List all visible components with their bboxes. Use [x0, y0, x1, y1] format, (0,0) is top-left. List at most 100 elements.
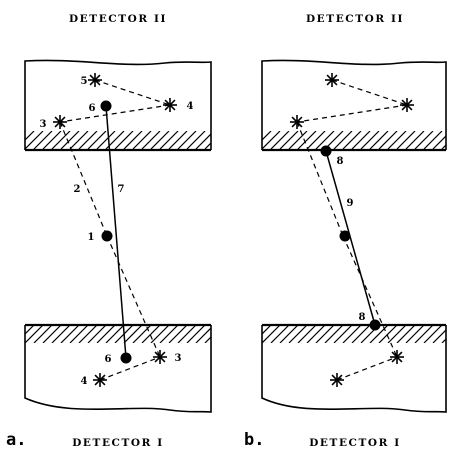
hatch-stroke [414, 131, 434, 149]
detector-i-hatch-b [262, 325, 474, 343]
hatch-stroke [315, 325, 335, 343]
top-cluster-line-b2 [296, 104, 408, 123]
hatch-stroke [141, 325, 161, 343]
hatch-stroke [405, 325, 425, 343]
hatch-stroke [33, 325, 53, 343]
hatch-stroke [262, 325, 272, 335]
star-stroke [54, 116, 66, 128]
star-top-3-b-icon [290, 115, 304, 129]
hatch-stroke [460, 131, 474, 149]
star-stroke [331, 374, 343, 386]
hatch-stroke [396, 325, 416, 343]
hatch-stroke [25, 325, 26, 326]
hatch-stroke [186, 131, 206, 149]
hatch-stroke [204, 336, 211, 343]
top-cluster-line-b1 [331, 79, 408, 106]
hatch-stroke [297, 131, 317, 149]
label-2: 2 [74, 184, 81, 195]
track-9-b [325, 150, 376, 326]
hatch-stroke [195, 133, 211, 149]
label-4-bottom: 4 [81, 376, 88, 387]
hatch-stroke [297, 325, 317, 343]
star-bottom-1-b-icon [390, 350, 404, 364]
hatch-stroke [423, 325, 443, 343]
hatch-stroke [369, 325, 389, 343]
hatch-stroke [223, 325, 241, 343]
star-stroke [154, 351, 166, 363]
hatch-stroke [177, 325, 197, 343]
label-8-bottom: 8 [359, 312, 366, 323]
star-4-top-icon [163, 98, 177, 112]
hatch-stroke [279, 131, 299, 149]
hit-8-top-dot [320, 145, 332, 157]
hatch-stroke [262, 131, 263, 132]
hatch-stroke [42, 131, 62, 149]
hatch-stroke [69, 131, 89, 149]
label-7: 7 [118, 184, 125, 195]
star-5-icon [88, 73, 102, 87]
hatch-stroke [451, 131, 469, 149]
panel-a: DETECTOR II 5 4 3 6 2 7 1 [6, 13, 241, 450]
hatch-stroke [288, 131, 308, 149]
label-3-top: 3 [40, 119, 47, 130]
hatch-stroke [177, 131, 197, 149]
hatch-stroke [306, 325, 326, 343]
hatch-stroke [150, 131, 170, 149]
label-5: 5 [81, 76, 88, 87]
detector-i-box-b [261, 325, 447, 413]
hatch-stroke [159, 325, 179, 343]
hatch-stroke [432, 135, 446, 149]
hatch-stroke [378, 325, 398, 343]
panel-letter-a: a. [6, 430, 26, 450]
hatch-stroke [451, 325, 469, 343]
hatch-stroke [78, 131, 98, 149]
hatch-stroke [195, 327, 211, 343]
hatch-stroke [306, 131, 326, 149]
hatch-stroke [69, 325, 89, 343]
hatch-stroke [369, 131, 389, 149]
detector-ii-box-a [24, 59, 212, 150]
star-stroke [164, 99, 176, 111]
hatch-stroke [396, 131, 416, 149]
hatch-stroke [351, 325, 371, 343]
detector-ii-box-b [261, 59, 447, 150]
hatch-stroke [51, 131, 71, 149]
hit-8-bottom-dot [369, 319, 381, 331]
hatch-stroke [441, 338, 446, 343]
hatch-stroke [432, 329, 446, 343]
hatch-stroke [441, 144, 446, 149]
label-3-bottom: 3 [175, 353, 182, 364]
hatch-stroke [25, 131, 35, 141]
star-stroke [291, 116, 303, 128]
hatch-stroke [96, 131, 116, 149]
label-8-top: 8 [337, 156, 344, 167]
hatch-stroke [150, 325, 170, 343]
hatch-stroke [25, 325, 44, 343]
hatch-stroke [342, 131, 362, 149]
hatch-stroke [105, 325, 125, 343]
hatch-stroke [33, 131, 53, 149]
hatch-stroke [414, 325, 434, 343]
star-4-bottom-icon [93, 373, 107, 387]
detector-ii-title-a: DETECTOR II [69, 13, 167, 25]
hit-6-bottom-dot [120, 352, 132, 364]
hatch-stroke [262, 131, 281, 149]
hatch-stroke [25, 131, 26, 132]
star-3-top-icon [53, 115, 67, 129]
hatch-stroke [114, 131, 134, 149]
panel-letter-b: b. [244, 430, 264, 450]
star-stroke [391, 351, 403, 363]
hatch-stroke [159, 131, 179, 149]
star-3-bottom-icon [153, 350, 167, 364]
label-9: 9 [347, 198, 354, 209]
hatch-stroke [460, 325, 474, 343]
hatch-stroke [214, 325, 232, 343]
detector-i-title-a: DETECTOR I [72, 437, 164, 449]
hatch-stroke [186, 325, 206, 343]
hatch-stroke [423, 131, 443, 149]
hatch-stroke [223, 131, 241, 149]
hatch-stroke [123, 131, 143, 149]
bottom-cluster-line-a [99, 356, 161, 381]
track-dashed-right-b [342, 235, 398, 358]
star-stroke [401, 99, 413, 111]
